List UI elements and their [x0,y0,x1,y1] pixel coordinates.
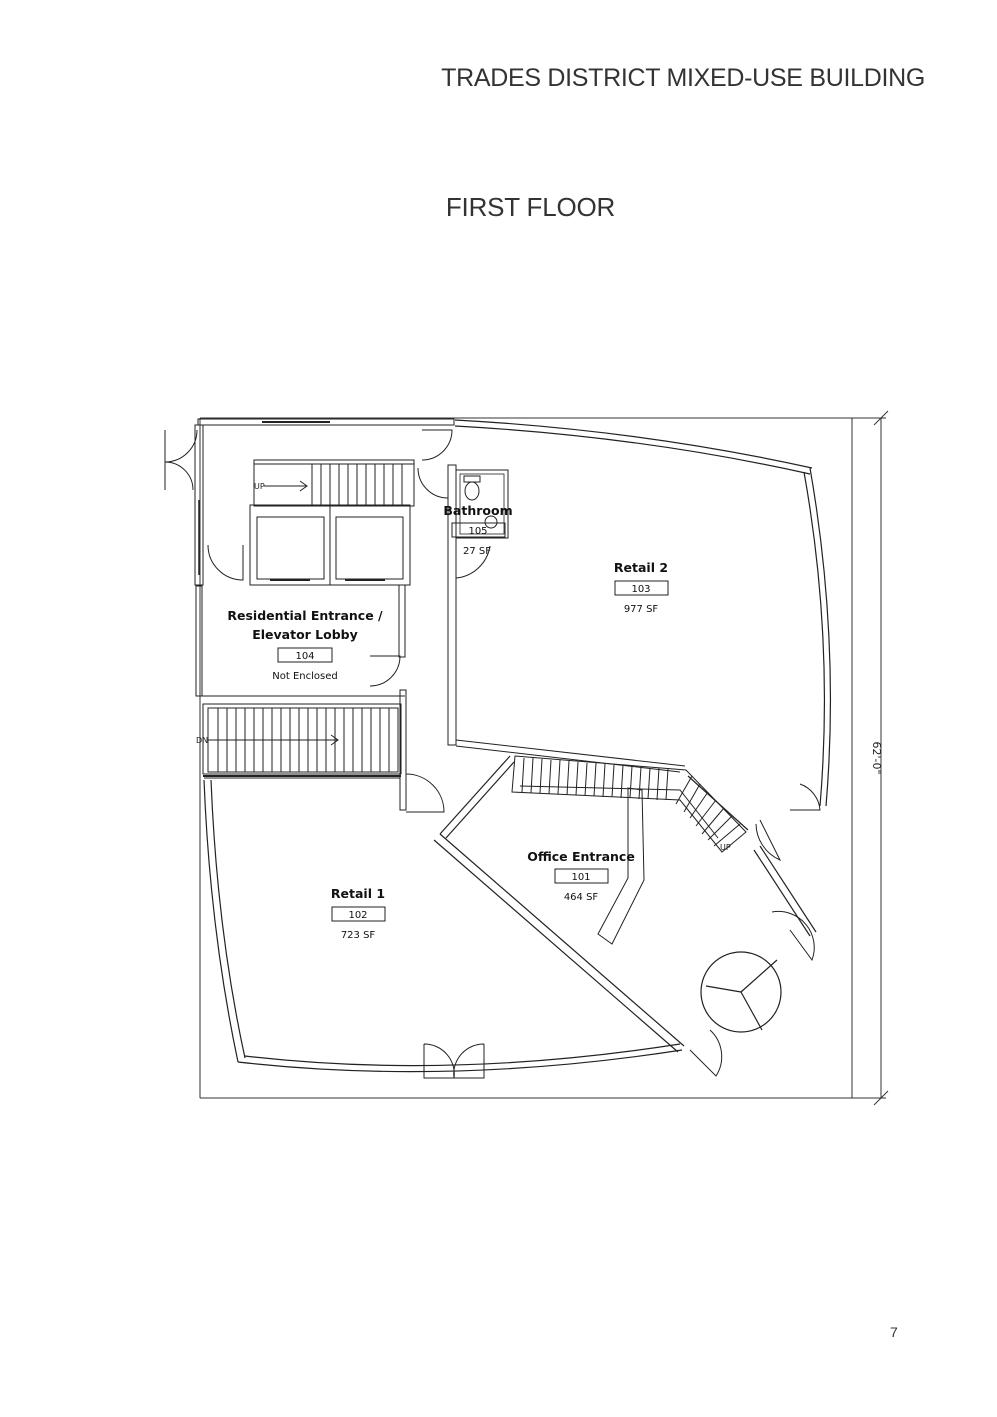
room-tag-retail-2: Retail 2 103 977 SF [614,560,669,615]
room-area: Not Enclosed [272,671,337,682]
sheet-title: FIRST FLOOR [445,192,616,222]
upper-stair: UP [253,459,415,507]
room-name-line1: Residential Entrance / [227,608,383,623]
project-title: TRADES DISTRICT MIXED-USE BUILDING [441,64,925,92]
dimension-label: 62'-0" [870,741,883,774]
room-tag-retail-1: Retail 1 102 723 SF [331,886,386,941]
room-area: 723 SF [341,930,376,941]
room-name: Retail 2 [614,560,668,575]
room-area: 464 SF [564,892,599,903]
plan-frame [199,417,853,1099]
room-name: Bathroom [443,503,512,518]
room-tag-residential-lobby: Residential Entrance / Elevator Lobby 10… [227,608,383,682]
office-stair-up-label: UP [720,843,731,852]
room-number: 102 [348,910,367,921]
room-tag-office-entrance: Office Entrance 101 464 SF [527,849,635,903]
room-number: 103 [631,584,650,595]
room-name: Office Entrance [527,849,635,864]
dimension-line: 62'-0" [852,410,889,1106]
room-name-line2: Elevator Lobby [252,627,358,642]
office-stair: UP [511,755,747,853]
page-number: 7 [890,1324,898,1340]
exterior-walls [194,418,832,1073]
interior-walls [200,464,782,1053]
room-tag-bathroom: Bathroom 105 27 SF [443,503,512,557]
lobby-stair-dn-label: DN [196,736,208,745]
room-number: 104 [295,651,314,662]
room-number: 105 [468,526,487,537]
room-number: 101 [571,872,590,883]
doors [164,429,821,1079]
room-name: Retail 1 [331,886,385,901]
lobby-stair: DN [196,707,399,773]
upper-stair-up-label: UP [254,482,265,491]
room-area: 27 SF [463,546,491,557]
room-area: 977 SF [624,604,659,615]
